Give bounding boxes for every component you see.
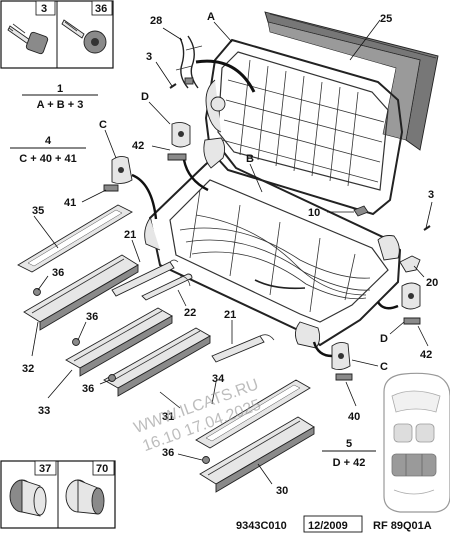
label-42-right: 42 — [420, 349, 432, 361]
label-22: 22 — [184, 307, 196, 319]
footer: 9343C010 12/2009 RF 89Q01A — [236, 515, 432, 533]
formula-1-expression: A + B + 3 — [37, 99, 84, 111]
part-3-mid — [169, 83, 177, 89]
label-36-bot: 36 — [162, 447, 174, 459]
rail-33 — [65, 307, 173, 377]
label-3-top: 3 — [41, 3, 47, 15]
label-10: 10 — [308, 207, 320, 219]
bar-21-mid — [111, 259, 179, 297]
inset-box-bottom: 37 70 — [0, 460, 116, 529]
bracket-C-left — [103, 155, 158, 220]
formula-1-number: 1 — [57, 83, 63, 95]
label-A-top: A — [207, 11, 215, 23]
label-B: B — [246, 153, 254, 165]
footer-date: 12/2009 — [308, 520, 348, 532]
label-36-left: 36 — [82, 383, 94, 395]
formula-4-number: 4 — [45, 135, 52, 147]
plug-37-icon — [9, 479, 47, 517]
car-top-view-icon — [383, 372, 450, 513]
footer-ref-right: RF 89Q01A — [373, 520, 432, 532]
label-42-top: 42 — [132, 140, 144, 152]
backrest-panel-25 — [264, 11, 439, 151]
label-36-mid: 36 — [52, 267, 64, 279]
screw-36-icon — [61, 19, 107, 54]
label-33: 33 — [38, 405, 50, 417]
rail-32 — [23, 254, 139, 331]
label-25: 25 — [380, 13, 392, 25]
label-D-top: D — [141, 91, 149, 103]
label-36-low: 36 — [86, 311, 98, 323]
label-3-right: 3 — [428, 189, 434, 201]
label-3-mid: 3 — [146, 51, 152, 63]
bar-21-low — [211, 334, 275, 363]
screw-36-low-icon — [72, 338, 80, 346]
leader-lines — [31, 19, 433, 485]
label-C-left: C — [99, 119, 107, 131]
label-C-right: C — [380, 361, 388, 373]
rail-34 — [195, 379, 311, 449]
screw-36-bot-icon — [202, 456, 210, 464]
label-41: 41 — [64, 197, 76, 209]
part-10 — [353, 205, 369, 217]
label-31: 31 — [162, 411, 174, 423]
label-28: 28 — [150, 15, 162, 27]
label-21-mid: 21 — [124, 229, 136, 241]
part-3-right — [423, 225, 431, 231]
seat-frame-B — [144, 137, 402, 349]
label-37: 37 — [39, 463, 51, 475]
label-30: 30 — [276, 485, 288, 497]
bracket-D-right — [376, 282, 421, 325]
bracket-D-top — [167, 121, 209, 192]
inset-box-top: 3 36 — [0, 0, 114, 69]
screw-36-left-icon — [108, 374, 116, 382]
label-40: 40 — [348, 411, 360, 423]
rail-31 — [103, 327, 211, 397]
bracket-C-right — [312, 341, 353, 381]
formula-5: 5 D + 42 — [322, 438, 376, 469]
bar-22 — [141, 273, 193, 301]
cable-28 — [175, 35, 203, 89]
screw-36-mid-icon — [33, 288, 41, 296]
bolt-3-icon — [7, 23, 49, 55]
label-70: 70 — [96, 463, 108, 475]
part-20 — [399, 255, 421, 273]
formula-5-number: 5 — [346, 438, 352, 450]
label-32: 32 — [22, 363, 34, 375]
formula-5-expression: D + 42 — [333, 457, 366, 469]
label-35: 35 — [32, 205, 44, 217]
label-20: 20 — [426, 277, 438, 289]
rail-35 — [17, 204, 133, 273]
rail-30 — [199, 416, 315, 493]
formula-1: 1 A + B + 3 — [22, 83, 98, 111]
callout-labels: 28 A 25 3 D 42 C B 41 10 3 35 21 36 20 2… — [22, 11, 438, 497]
footer-ref-left: 9343C010 — [236, 520, 287, 532]
label-36-top: 36 — [95, 3, 107, 15]
formula-4: 4 C + 40 + 41 — [10, 135, 86, 165]
label-21-low: 21 — [224, 309, 236, 321]
label-34: 34 — [212, 373, 225, 385]
label-D-right: D — [380, 333, 388, 345]
formula-4-expression: C + 40 + 41 — [19, 153, 77, 165]
backrest-frame-A — [195, 38, 404, 216]
bushing-70-icon — [65, 479, 105, 515]
watermark: WWW.ILCATS.RU 16.10 17.04.2025 — [132, 376, 264, 455]
